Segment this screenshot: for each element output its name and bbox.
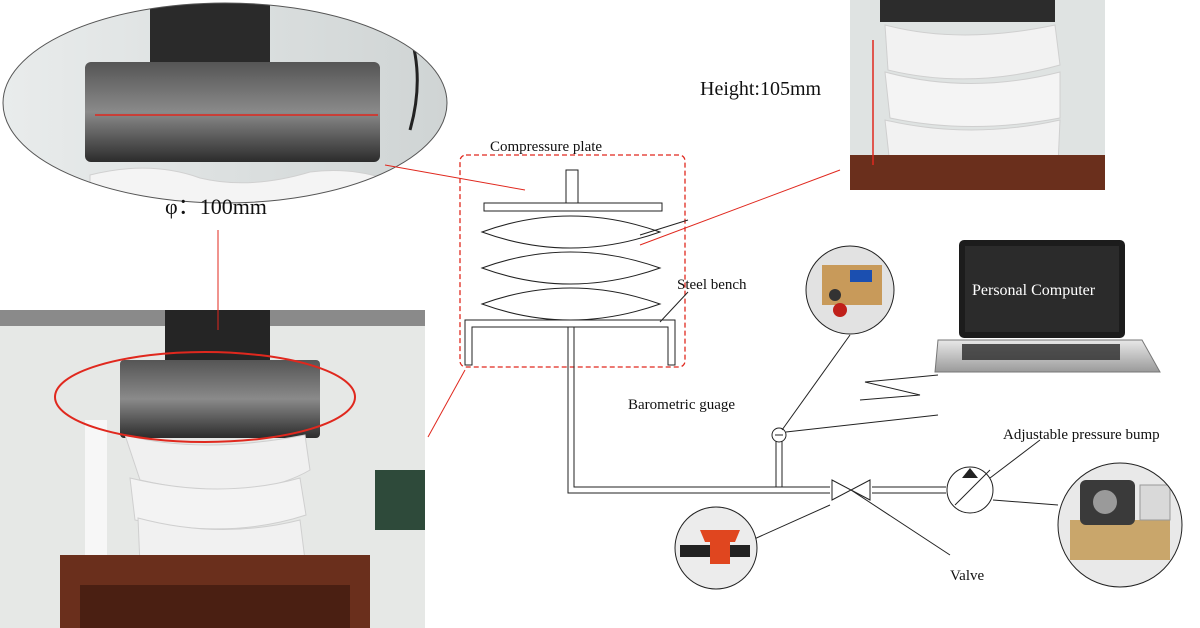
rig-dashed-box bbox=[459, 154, 686, 368]
valve-leader-line bbox=[850, 489, 951, 556]
air-bag-3 bbox=[480, 287, 662, 321]
press-ram bbox=[150, 3, 270, 70]
plate-shaft bbox=[565, 169, 579, 204]
compressure-plate-label: Compressure plate bbox=[490, 139, 602, 155]
air-bag-1 bbox=[480, 215, 662, 249]
pump-leader-line bbox=[989, 439, 1041, 479]
height-label: Height:105mm bbox=[700, 78, 822, 100]
pressure-pump-symbol bbox=[946, 466, 994, 514]
steel-plate bbox=[85, 62, 380, 162]
plate-closeup-photo: φ：100mm bbox=[2, 2, 448, 219]
signal-cable-zigzag bbox=[859, 374, 939, 401]
valve-photo-line bbox=[751, 504, 831, 541]
valve-symbol bbox=[831, 479, 871, 501]
pcb-photo bbox=[805, 245, 895, 335]
pump-photo-line bbox=[992, 499, 1059, 506]
pump-photo bbox=[1057, 462, 1183, 588]
plate-highlight-ellipse bbox=[54, 351, 356, 443]
valve-label: Valve bbox=[950, 568, 984, 584]
compression-rig-schematic: Compressure plate Steel bench bbox=[459, 139, 747, 368]
air-bag-2 bbox=[480, 251, 662, 285]
steel-bench-label: Steel bench bbox=[677, 277, 747, 293]
personal-computer-label: Personal Computer bbox=[972, 282, 1096, 299]
compressure-plate bbox=[483, 202, 663, 212]
height-photo bbox=[850, 0, 1105, 190]
gauge-to-pcb-line bbox=[781, 334, 851, 431]
air-piping bbox=[567, 327, 946, 494]
specimen-photo bbox=[0, 310, 425, 628]
barometric-guage-label: Barometric guage bbox=[628, 397, 735, 413]
personal-computer: Personal Computer bbox=[934, 240, 1161, 373]
gauge-to-computer-line bbox=[785, 414, 939, 433]
red-connector-lines bbox=[217, 164, 841, 438]
steel-bench bbox=[464, 319, 676, 366]
diameter-label: φ：100mm bbox=[165, 194, 267, 219]
adjustable-pressure-bump-label: Adjustable pressure bump bbox=[1003, 427, 1160, 443]
barometric-gauge bbox=[771, 427, 787, 443]
valve-photo bbox=[674, 506, 758, 590]
